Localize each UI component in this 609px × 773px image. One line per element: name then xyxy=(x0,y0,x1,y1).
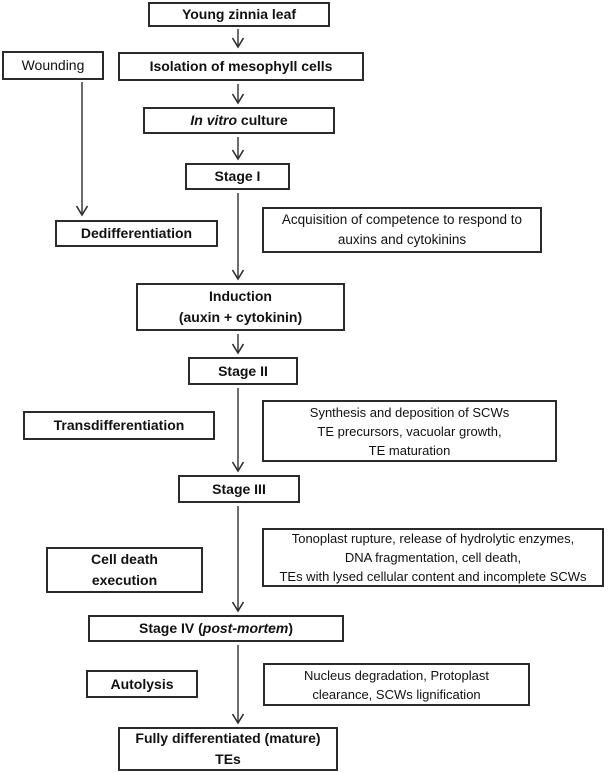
arrow-stage3-to-stage4 xyxy=(231,506,245,613)
box-nucleus-note: Nucleus degradation, Protoplast clearanc… xyxy=(263,663,530,706)
stage4-pre-text: Stage IV ( xyxy=(138,620,203,636)
stage4-post-text: ) xyxy=(288,620,294,636)
arrow-induction-to-stage2 xyxy=(231,334,245,355)
box-stage-1-label: Stage I xyxy=(214,168,261,184)
arrow-young-to-isolation xyxy=(231,29,245,49)
box-acquisition-note-text: Acquisition of competence to respond to … xyxy=(281,212,523,247)
in-vitro-regular-text: culture xyxy=(237,112,288,128)
box-in-vitro-culture-label: In vitro culture xyxy=(190,110,287,131)
box-acquisition-note: Acquisition of competence to respond to … xyxy=(262,207,542,253)
box-stage-3: Stage III xyxy=(178,475,300,503)
box-transdifferentiation-label: Transdifferentiation xyxy=(53,417,185,433)
arrow-isolation-to-invitro xyxy=(231,84,245,105)
box-isolation-mesophyll: Isolation of mesophyll cells xyxy=(118,52,364,81)
box-young-zinnia-leaf-label: Young zinnia leaf xyxy=(181,6,297,22)
arrow-stage4-to-mature xyxy=(231,645,245,725)
box-stage-2: Stage II xyxy=(188,357,298,385)
in-vitro-italic-text: In vitro xyxy=(190,112,238,128)
box-isolation-mesophyll-label: Isolation of mesophyll cells xyxy=(149,58,333,74)
box-cell-death-execution-label: Cell death execution xyxy=(91,551,158,588)
box-in-vitro-culture: In vitro culture xyxy=(143,107,335,134)
box-autolysis-label: Autolysis xyxy=(110,675,174,692)
stage4-italic-text: post-mortem xyxy=(202,620,289,636)
box-synthesis-note: Synthesis and deposition of SCWs TE prec… xyxy=(262,400,557,462)
box-stage-4-label: Stage IV (post-mortem) xyxy=(139,618,293,639)
box-stage-2-label: Stage II xyxy=(218,362,268,379)
box-wounding-label: Wounding xyxy=(21,57,85,73)
box-tonoplast-note: Tonoplast rupture, release of hydrolytic… xyxy=(262,528,604,587)
box-dedifferentiation-label: Dedifferentiation xyxy=(80,225,193,241)
arrow-stage2-to-stage3 xyxy=(231,388,245,473)
box-cell-death-execution: Cell death execution xyxy=(46,547,203,593)
box-stage-3-label: Stage III xyxy=(212,480,266,497)
box-autolysis: Autolysis xyxy=(86,670,198,698)
box-synthesis-note-text: Synthesis and deposition of SCWs TE prec… xyxy=(309,404,510,458)
box-wounding: Wounding xyxy=(2,51,104,80)
arrow-stage1-to-induction xyxy=(231,193,245,281)
box-mature-tes-label: Fully differentiated (mature) TEs xyxy=(135,730,321,767)
box-nucleus-note-text: Nucleus degradation, Protoplast clearanc… xyxy=(303,667,489,702)
box-stage-4-post-mortem: Stage IV (post-mortem) xyxy=(88,615,344,642)
arrow-invitro-to-stage1 xyxy=(231,137,245,161)
box-stage-1: Stage I xyxy=(185,163,290,190)
box-induction-label: Induction (auxin + cytokinin) xyxy=(178,288,303,325)
box-dedifferentiation: Dedifferentiation xyxy=(55,220,218,247)
box-young-zinnia-leaf: Young zinnia leaf xyxy=(148,2,330,27)
box-mature-tes: Fully differentiated (mature) TEs xyxy=(118,727,338,771)
arrow-wounding-to-dedifferentiation xyxy=(75,82,89,217)
box-tonoplast-note-text: Tonoplast rupture, release of hydrolytic… xyxy=(279,531,587,584)
box-transdifferentiation: Transdifferentiation xyxy=(23,411,215,440)
box-induction: Induction (auxin + cytokinin) xyxy=(136,283,345,331)
